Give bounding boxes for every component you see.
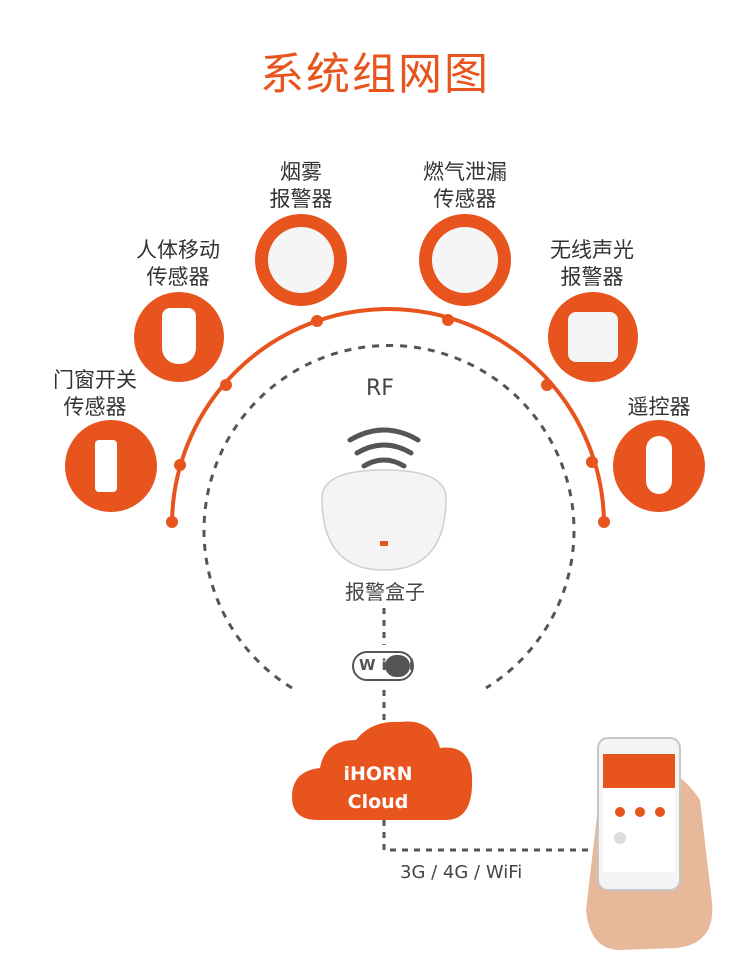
smoke-alarm-circle: [255, 214, 347, 306]
phone-in-hand: [586, 737, 713, 950]
remote-control-circle: [613, 420, 705, 512]
door-sensor-icon: [95, 440, 117, 492]
motion-sensor-circle: [134, 292, 224, 382]
label-remote-control: 遥控器: [627, 395, 691, 419]
alarm-hub: [321, 469, 447, 571]
label-motion-sensor: 人体移动传感器: [136, 238, 220, 289]
hub-label: 报警盒子: [345, 580, 425, 604]
network-label: 3G / 4G / WiFi: [400, 862, 523, 883]
label-door-sensor: 门窗开关传感器: [53, 368, 137, 419]
gas-sensor-circle: [419, 214, 511, 306]
wifi-badge: WiFi: [352, 650, 414, 682]
smoke-alarm-icon: [268, 227, 334, 293]
page-title: 系统组网图: [260, 49, 490, 100]
remote-control-icon: [646, 436, 672, 494]
label-gas-sensor: 燃气泄漏传感器: [423, 160, 507, 211]
door-sensor-circle: [65, 420, 157, 512]
label-siren: 无线声光报警器: [550, 238, 634, 289]
label-smoke-alarm: 烟雾报警器: [269, 160, 333, 211]
motion-sensor-icon: [162, 308, 196, 364]
wifi-label: WiFi: [359, 656, 421, 674]
device-arc: [170, 307, 606, 526]
rf-label: RF: [366, 376, 394, 401]
gas-sensor-icon: [432, 227, 498, 293]
coverage-dashed-circle: [202, 344, 576, 690]
cloud-label: iHORN Cloud: [343, 763, 413, 813]
cloud-icon: [292, 721, 473, 820]
siren-icon: [568, 312, 618, 362]
rf-waves-icon: [347, 427, 421, 469]
arc-nodes: [166, 314, 610, 528]
siren-circle: [548, 292, 638, 382]
